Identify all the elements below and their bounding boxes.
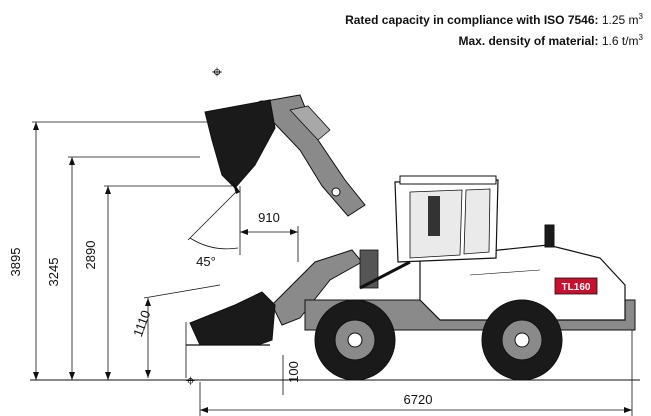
label-dump-clearance: 2890 [83, 241, 98, 270]
label-carry-height: 1110 [130, 308, 153, 339]
spec-max-density: Max. density of material: 1.6 t/m3 [345, 29, 643, 50]
label-reach: 910 [258, 210, 280, 225]
cab-window-side [463, 188, 491, 255]
lift-cylinder [359, 260, 411, 290]
spec-max-density-label: Max. density of material: [458, 34, 599, 48]
dimension-arrows [33, 122, 632, 413]
spec-max-density-sup: 3 [638, 33, 643, 42]
front-wheel [314, 299, 396, 381]
spec-rated-capacity-value: 1.25 m [601, 13, 639, 27]
lowered-loader-arm [271, 249, 379, 326]
raised-loader-arm [253, 94, 366, 217]
dim-arc-angle [189, 237, 239, 250]
dimension-lines [32, 121, 633, 416]
tilt-angle-icon-bottom: ⌖ [186, 371, 195, 390]
specs-block: Rated capacity in compliance with ISO 75… [345, 8, 643, 50]
label-dig-depth: 100 [286, 361, 301, 383]
raised-bucket [204, 99, 276, 194]
tilt-angle-icon-top: ⌖ [212, 62, 222, 83]
lowered-bucket [186, 291, 276, 346]
label-dump-angle: 45° [196, 254, 216, 269]
label-pivot-height: 3245 [46, 258, 61, 287]
model-badge-text: TL160 [562, 282, 591, 293]
spec-rated-capacity-sup: 3 [638, 12, 643, 21]
model-badge [554, 277, 598, 295]
engine-cover [419, 244, 626, 321]
exhaust-pipe [544, 224, 555, 248]
loader-body: TL160 [304, 175, 636, 331]
spec-max-density-value: 1.6 t/m [601, 34, 639, 48]
spec-rated-capacity-label: Rated capacity in compliance with ISO 75… [345, 13, 599, 27]
label-max-height: 3895 [8, 248, 23, 277]
label-overall-length: 6720 [404, 392, 433, 407]
rear-wheel [481, 299, 563, 381]
spec-rated-capacity: Rated capacity in compliance with ISO 75… [345, 8, 643, 29]
